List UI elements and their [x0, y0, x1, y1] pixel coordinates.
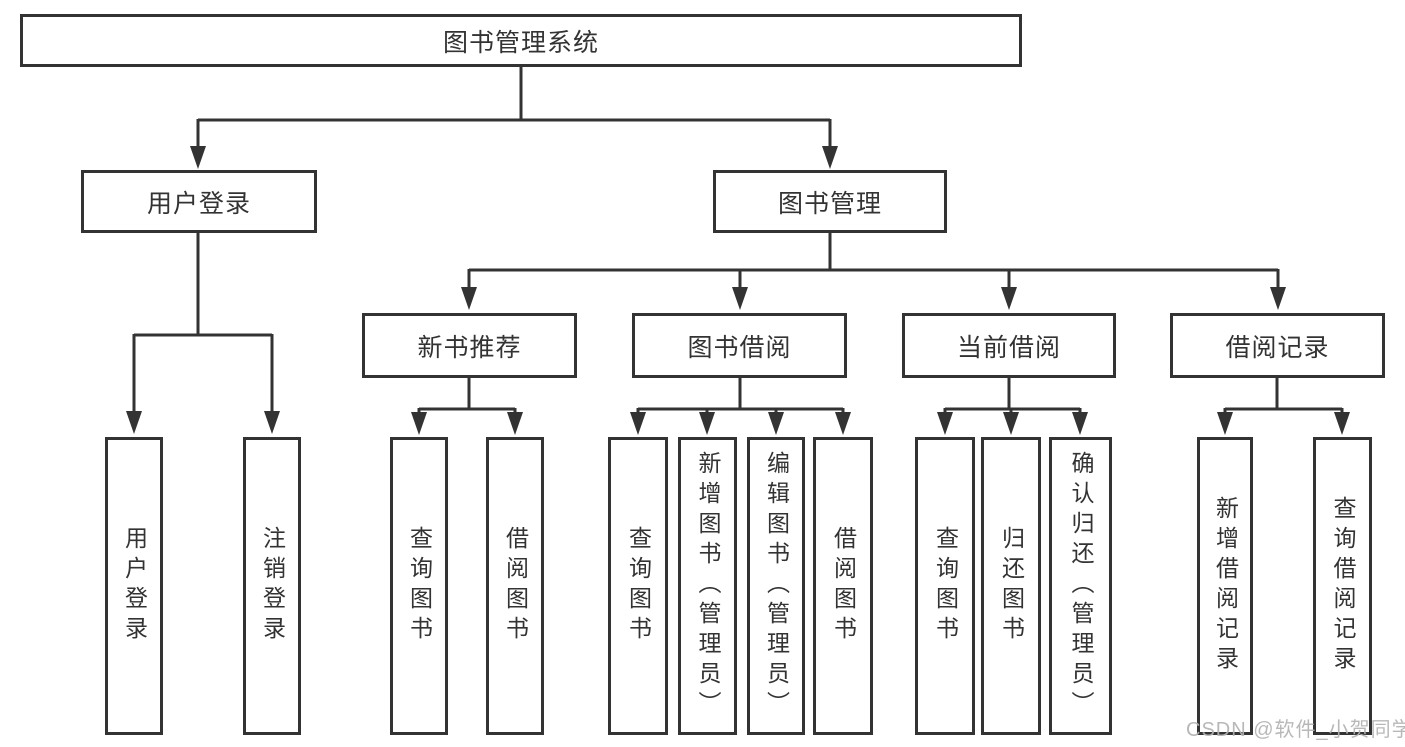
leaf-current-query-books: 查询图书	[915, 437, 975, 735]
leaf-record-query-record: 查询借阅记录	[1313, 437, 1372, 735]
arrowhead	[1001, 287, 1017, 310]
node-book-management: 图书管理	[713, 170, 947, 233]
csdn-watermark: CSDN @软件_小贺同学	[1186, 719, 1405, 741]
leaf-borrow-edit-books-admin: 编辑图书（管理员）	[747, 437, 805, 735]
arrowhead	[937, 412, 953, 435]
arrowhead	[630, 412, 646, 435]
arrowhead	[1072, 412, 1088, 435]
leaf-newbook-borrow-books: 借阅图书	[486, 437, 544, 735]
arrowhead	[126, 411, 142, 434]
arrowhead	[1003, 412, 1019, 435]
leaf-logout: 注销登录	[243, 437, 301, 735]
arrowhead	[822, 146, 838, 169]
node-borrow-record: 借阅记录	[1170, 313, 1385, 378]
node-new-book-recommend: 新书推荐	[362, 313, 577, 378]
arrowhead	[835, 412, 851, 435]
leaf-borrow-borrow-books: 借阅图书	[813, 437, 873, 735]
arrowhead	[461, 287, 477, 310]
arrowhead	[264, 411, 280, 434]
arrowhead	[732, 287, 748, 310]
leaf-current-return-books: 归还图书	[981, 437, 1041, 735]
node-user-login: 用户登录	[81, 170, 317, 233]
leaf-user-login: 用户登录	[105, 437, 163, 735]
node-book-borrow: 图书借阅	[632, 313, 847, 378]
arrowhead	[411, 412, 427, 435]
arrowhead	[1270, 287, 1286, 310]
arrowhead	[699, 412, 715, 435]
leaf-borrow-add-books-admin: 新增图书（管理员）	[678, 437, 737, 735]
arrowhead	[1334, 412, 1350, 435]
leaf-current-confirm-return-admin: 确认归还（管理员）	[1049, 437, 1112, 735]
arrowhead	[190, 146, 206, 169]
node-root: 图书管理系统	[20, 14, 1022, 67]
arrowhead	[768, 412, 784, 435]
leaf-newbook-query-books: 查询图书	[390, 437, 448, 735]
leaf-borrow-query-books: 查询图书	[608, 437, 668, 735]
arrowhead	[507, 412, 523, 435]
leaf-record-add-record: 新增借阅记录	[1197, 437, 1253, 735]
node-current-borrow: 当前借阅	[902, 313, 1116, 378]
arrowhead	[1217, 412, 1233, 435]
